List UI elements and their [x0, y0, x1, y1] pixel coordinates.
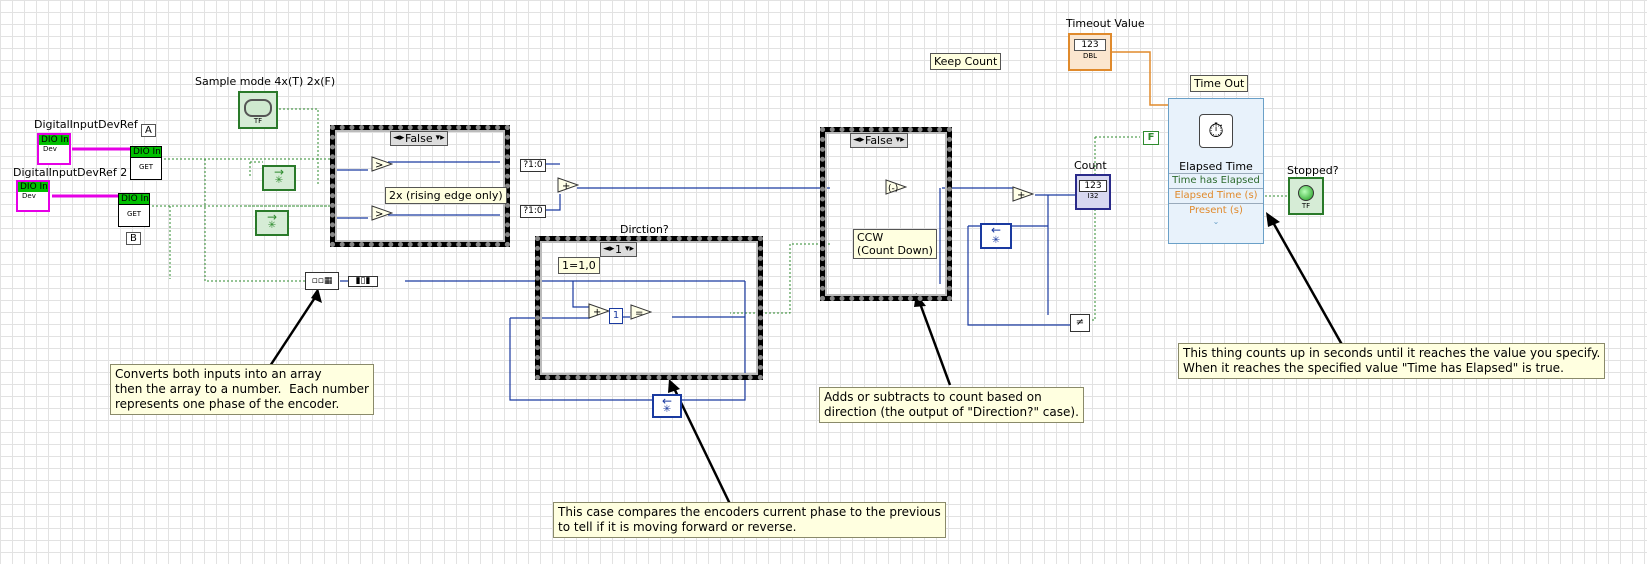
add-inputs-icon[interactable]: + — [557, 177, 579, 193]
count-label: Count — [1074, 159, 1107, 172]
feedback-arrow-icon: ← — [990, 223, 1002, 237]
timeout-value-label: Timeout Value — [1066, 17, 1145, 30]
dio-ref-1-icon[interactable]: DIO In Dev — [37, 133, 71, 165]
direction-case-label: Dirction? — [620, 223, 669, 236]
output-time-has-elapsed[interactable]: Time has Elapsed — [1169, 173, 1263, 188]
stopped-tf: TF — [1301, 202, 1311, 210]
feedback-init-icon: ✳ — [267, 220, 277, 231]
feedback-node-count[interactable]: ← ✳ — [980, 223, 1012, 249]
svg-text:+: + — [593, 307, 601, 318]
edge-mode-label: 2x (rising edge only) — [385, 187, 507, 204]
svg-text:>: > — [375, 209, 383, 220]
case-selector-edge-value: False — [405, 132, 433, 145]
case-selector-count-value: False — [865, 134, 893, 147]
dio-ref-2-header: DIO In — [18, 182, 48, 192]
time-out-label: Time Out — [1190, 75, 1249, 92]
prev-case-icon: ◄▸ — [393, 133, 405, 143]
dio-ref-2-body: Dev — [22, 192, 36, 200]
note-compares: This case compares the encoders current … — [553, 502, 946, 538]
feedback-arrow-icon: ← — [661, 394, 673, 408]
dio-get-b-header: DIO In — [119, 194, 149, 205]
greater-than-b-icon: > — [371, 205, 393, 221]
feedback-init-icon: ✳ — [662, 404, 672, 415]
dev-ref-1-label: DigitalInputDevRef — [34, 118, 138, 131]
count-indicator-value: 123 — [1079, 180, 1107, 192]
prev-case-icon: ◄▸ — [853, 135, 865, 145]
note-converts: Converts both inputs into an array then … — [110, 364, 374, 415]
dio-get-a-header: DIO In — [131, 147, 161, 158]
negate-icon: (-) — [885, 179, 907, 195]
elapsed-time-vi[interactable]: ⏱ Elapsed Time Time has Elapsed Elapsed … — [1168, 98, 1264, 244]
array-to-number-node[interactable]: ▮▯▮ — [348, 276, 378, 287]
bool-to-int-b[interactable]: ?1:0 — [520, 205, 546, 218]
feedback-node-b[interactable]: → ✳ — [255, 210, 289, 236]
svg-text:>: > — [375, 160, 383, 171]
next-case-icon: ▾▸ — [624, 244, 634, 254]
case-selector-direction-value: 1 — [615, 243, 622, 256]
dio-get-b-vi[interactable]: DIO In GET — [118, 193, 150, 227]
feedback-init-icon: ✳ — [991, 235, 1001, 246]
sample-mode-control[interactable]: TF — [238, 91, 278, 129]
add-direction-icon: + — [588, 303, 610, 319]
case-structure-count[interactable]: ◄▸ False ▾▸ (-) CCW (Count Down) — [820, 127, 952, 301]
next-case-icon: ▾▸ — [895, 135, 905, 145]
svg-text:+: + — [562, 181, 570, 192]
feedback-init-icon: ✳ — [274, 175, 284, 186]
feedback-arrow-icon: → — [273, 165, 285, 179]
phase-a-label: A — [141, 124, 156, 137]
note-counts-up: This thing counts up in seconds until it… — [1178, 343, 1606, 379]
greater-than-a-icon: > — [371, 156, 393, 172]
note-adds: Adds or subtracts to count based on dire… — [819, 387, 1084, 423]
timeout-value-control[interactable]: 123 DBL — [1068, 33, 1112, 71]
dio-ref-2-icon[interactable]: DIO In Dev — [16, 180, 50, 212]
case-selector-direction[interactable]: ◄▸ 1 ▾▸ — [600, 242, 637, 257]
elapsed-time-title: Elapsed Time — [1179, 160, 1253, 173]
dio-get-a-text: GET — [138, 163, 154, 171]
count-indicator[interactable]: 123 I32 — [1075, 174, 1111, 210]
add-count-icon[interactable]: + — [1012, 186, 1034, 202]
case-selector-count[interactable]: ◄▸ False ▾▸ — [850, 133, 908, 148]
timeout-dbl-label: DBL — [1082, 52, 1098, 60]
timeout-value-display: 123 — [1074, 39, 1106, 51]
keep-count-label: Keep Count — [930, 53, 1002, 70]
false-constant[interactable]: F — [1143, 131, 1159, 145]
not-equal-node[interactable]: ≠ — [1070, 314, 1090, 332]
dio-get-a-vi[interactable]: DIO In GET — [130, 146, 162, 180]
sample-mode-tf: TF — [253, 117, 263, 125]
svg-text:=: = — [635, 308, 643, 319]
svg-text:(-): (-) — [888, 184, 898, 194]
build-array-node[interactable]: ▫▫▦ — [305, 272, 339, 290]
dev-ref-2-label: DigitalInputDevRef 2 — [13, 166, 128, 179]
expand-chevron-icon[interactable]: ⌄ — [1212, 217, 1220, 226]
direction-case-label-text: 1=1,0 — [558, 257, 600, 274]
constant-one[interactable]: 1 — [609, 308, 623, 324]
feedback-node-direction[interactable]: ← ✳ — [652, 394, 682, 418]
sample-mode-label: Sample mode 4x(T) 2x(F) — [195, 75, 336, 88]
ccw-label: CCW (Count Down) — [853, 229, 937, 259]
svg-text:+: + — [1017, 190, 1025, 201]
equal-icon: = — [630, 304, 652, 320]
prev-case-icon: ◄▸ — [603, 244, 615, 254]
stopped-indicator[interactable]: TF — [1288, 177, 1324, 215]
dio-ref-1-body: Dev — [43, 145, 57, 153]
bool-to-int-a[interactable]: ?1:0 — [520, 159, 546, 172]
feedback-node-a[interactable]: → ✳ — [262, 165, 296, 191]
case-structure-direction[interactable]: ◄▸ 1 ▾▸ 1=1,0 + 1 = — [535, 236, 763, 380]
toggle-icon — [244, 99, 272, 117]
dio-get-b-text: GET — [126, 210, 142, 218]
case-structure-edge[interactable]: ◄▸ False ▾▸ > > 2x (rising edge only) — [330, 125, 510, 247]
stopwatch-icon: ⏱ — [1199, 114, 1233, 148]
stopped-label: Stopped? — [1287, 164, 1339, 177]
feedback-arrow-icon: → — [266, 210, 278, 224]
case-selector-edge[interactable]: ◄▸ False ▾▸ — [390, 131, 448, 146]
output-elapsed-time[interactable]: Elapsed Time (s) — [1169, 188, 1263, 203]
dio-ref-1-header: DIO In — [39, 135, 69, 145]
count-indicator-type: I32 — [1087, 192, 1099, 200]
next-case-icon: ▾▸ — [435, 133, 445, 143]
phase-b-label: B — [126, 232, 141, 245]
led-icon — [1298, 185, 1314, 201]
output-present[interactable]: Present (s) — [1169, 203, 1263, 218]
